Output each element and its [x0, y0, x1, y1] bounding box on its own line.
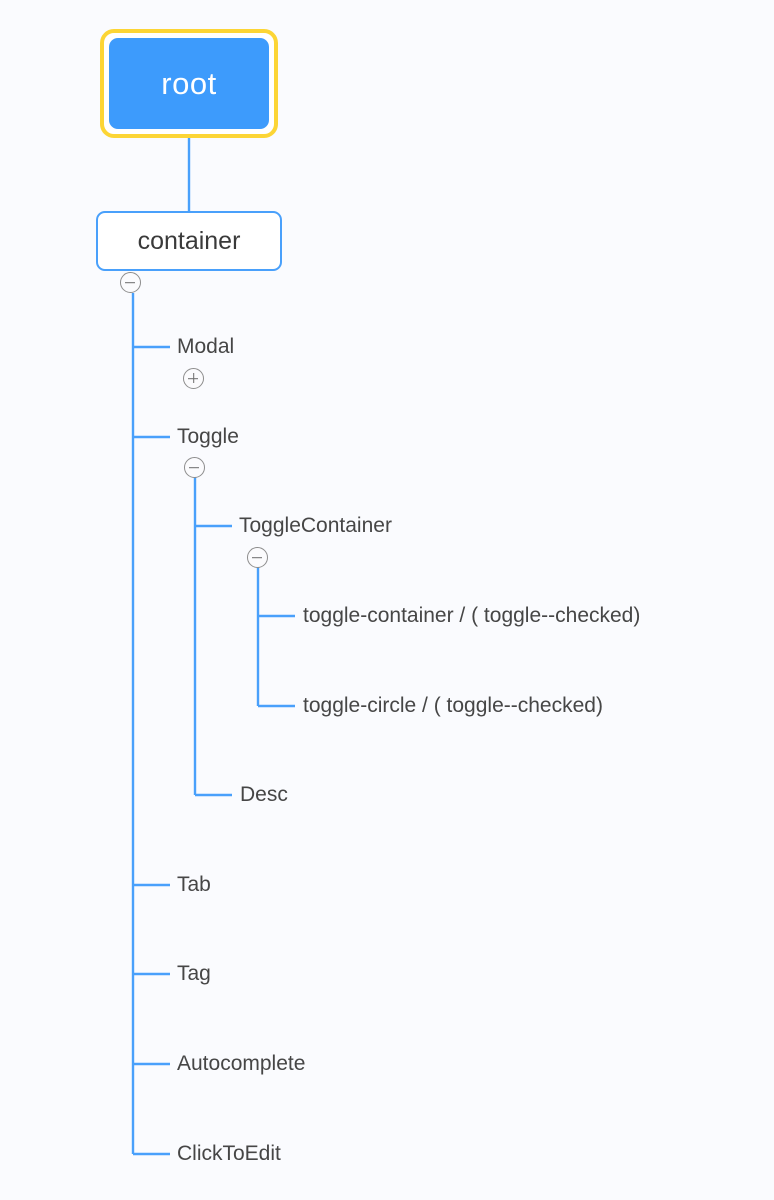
- node-clicktoedit-label[interactable]: ClickToEdit: [177, 1142, 281, 1165]
- node-root-body[interactable]: root: [109, 38, 269, 129]
- node-container-label: container: [137, 226, 241, 255]
- node-container[interactable]: container: [96, 211, 282, 271]
- node-toggle-container-class-label[interactable]: toggle-container / ( toggle--checked): [303, 604, 641, 627]
- node-desc-label[interactable]: Desc: [240, 783, 288, 806]
- node-tag-label[interactable]: Tag: [177, 962, 211, 985]
- node-root-label: root: [161, 66, 217, 101]
- node-toggle-circle-class-label[interactable]: toggle-circle / ( toggle--checked): [303, 694, 603, 717]
- collapse-minus-icon-togglecontainer[interactable]: [247, 547, 268, 568]
- expand-plus-icon-modal[interactable]: [183, 368, 204, 389]
- collapse-minus-icon-container[interactable]: [120, 272, 141, 293]
- node-toggle-label[interactable]: Toggle: [177, 425, 239, 448]
- node-tab-label[interactable]: Tab: [177, 873, 211, 896]
- node-autocomplete-label[interactable]: Autocomplete: [177, 1052, 306, 1075]
- node-root[interactable]: root: [100, 29, 278, 138]
- node-togglecontainer-label[interactable]: ToggleContainer: [239, 514, 392, 537]
- collapse-minus-icon-toggle[interactable]: [184, 457, 205, 478]
- node-modal-label[interactable]: Modal: [177, 335, 235, 358]
